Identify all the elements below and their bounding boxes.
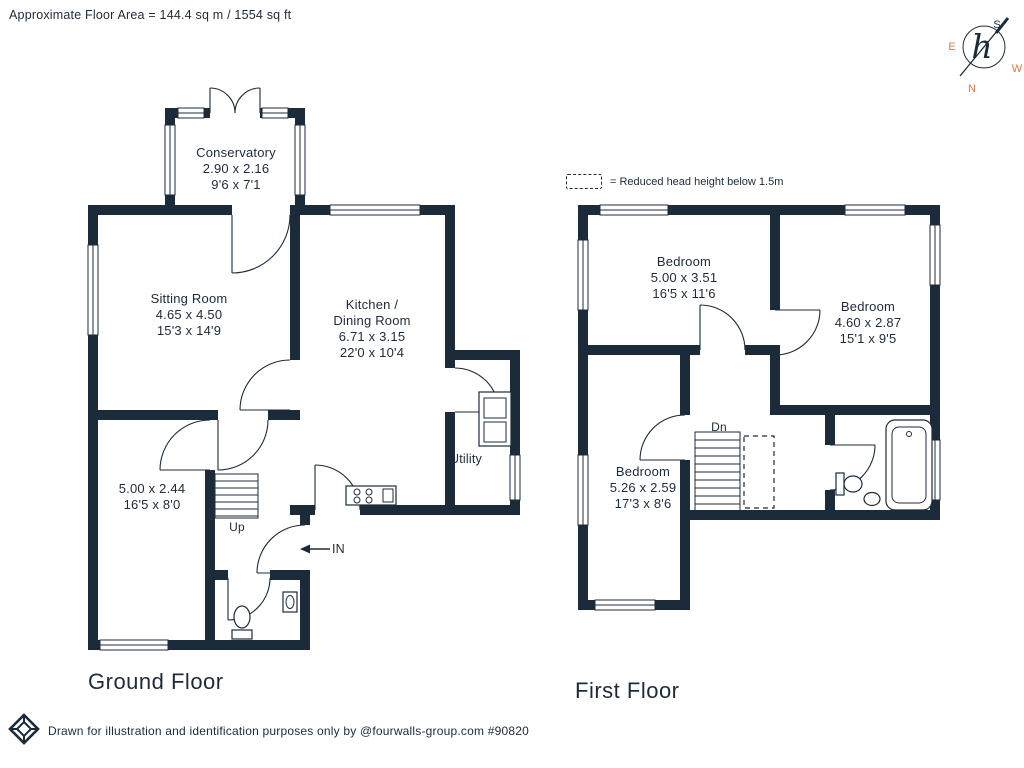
first-floor-windows: [577, 204, 941, 611]
ground-floor-stairs: [214, 473, 259, 519]
ground-floor-plan: [87, 87, 521, 651]
entrance-arrow: [300, 544, 330, 554]
toilet: [835, 472, 863, 496]
first-floor-stairs: [694, 431, 741, 513]
compass-letter-s: S: [993, 19, 1000, 31]
room-label-bedroom-3: Bedroom 5.26 x 2.59 17'3 x 8'6: [609, 464, 677, 511]
compass: h S E W N: [948, 17, 1023, 95]
room-label-sitting-room: Sitting Room 4.65 x 4.50 15'3 x 14'9: [150, 291, 228, 338]
room-label-kitchen-dining: Kitchen / Dining Room 6.71 x 3.15 22'0 x…: [333, 297, 411, 360]
wc-toilet: [231, 605, 253, 640]
compass-letter-w: W: [1012, 63, 1023, 75]
footer-disclaimer: Drawn for illustration and identificatio…: [48, 724, 529, 738]
label-up: Up: [229, 520, 245, 534]
bath: [885, 419, 933, 511]
compass-letter-e: E: [948, 41, 955, 53]
first-floor-walls: [578, 205, 940, 610]
label-in: IN: [332, 542, 345, 556]
header-floor-area: Approximate Floor Area = 144.4 sq m / 15…: [9, 8, 292, 22]
first-floor-title: First Floor: [575, 678, 680, 703]
room-label-conservatory: Conservatory 2.90 x 2.16 9'6 x 7'1: [196, 145, 276, 192]
compass-letter-n: N: [968, 83, 976, 95]
bathroom-basin: [863, 491, 881, 507]
ground-floor-windows: [87, 107, 521, 651]
wc-basin: [282, 591, 298, 613]
label-dn: Dn: [711, 420, 727, 434]
legend-reduced-head-height: = Reduced head height below 1.5m: [566, 174, 783, 189]
fourwalls-logo: [8, 713, 40, 745]
label-utility: Utility: [450, 452, 482, 466]
room-label-front-room: 5.00 x 2.44 16'5 x 8'0: [118, 481, 186, 512]
compass-circle: [962, 25, 1006, 69]
compass-needle-tip: [994, 17, 1010, 34]
legend-swatch: [566, 174, 602, 189]
room-label-bedroom-1: Bedroom 5.00 x 3.51 16'5 x 11'6: [650, 254, 718, 301]
first-floor-doors: [639, 304, 876, 491]
ground-floor-title: Ground Floor: [88, 669, 224, 694]
room-label-bedroom-2: Bedroom 4.60 x 2.87 15'1 x 9'5: [834, 299, 902, 346]
first-floor-plan: [577, 204, 941, 611]
compass-logo-letter: h: [971, 27, 992, 66]
kitchen-hob: [345, 485, 397, 506]
ground-floor-doors: [159, 87, 500, 621]
utility-sink: [478, 391, 512, 447]
reduced-head-height-area: [743, 435, 775, 509]
legend-text: = Reduced head height below 1.5m: [610, 175, 784, 188]
